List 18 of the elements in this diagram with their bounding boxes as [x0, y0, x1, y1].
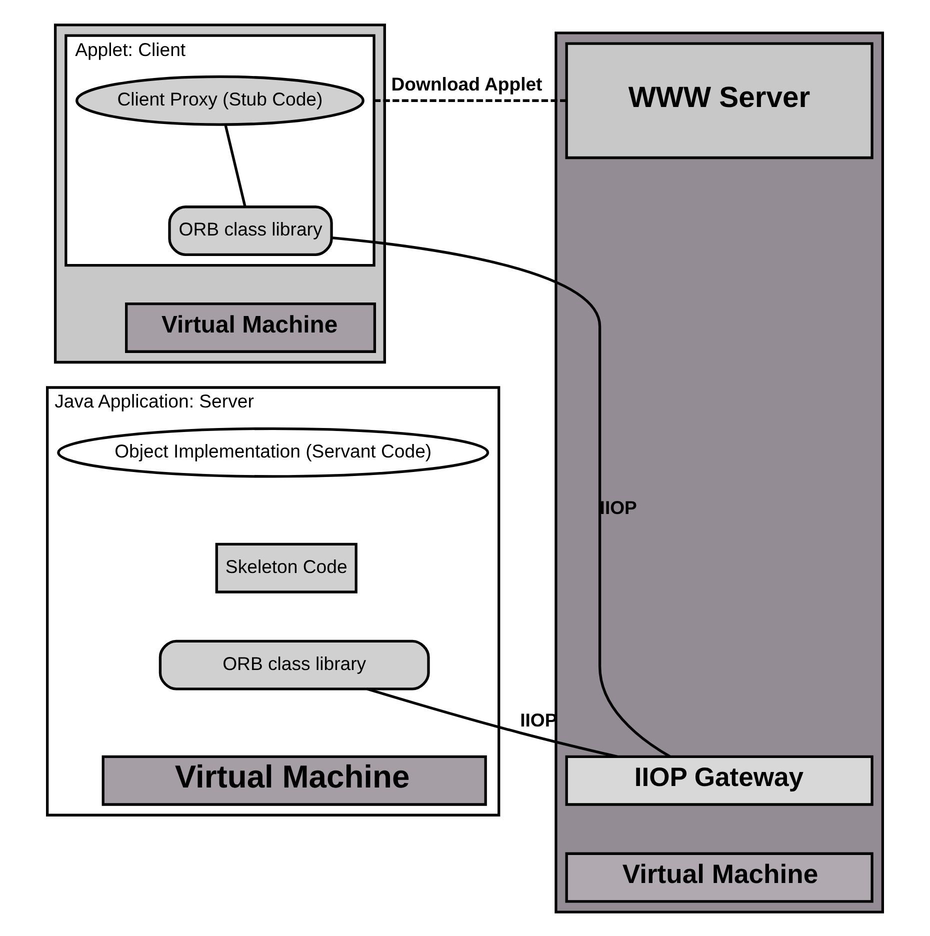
connector — [224, 124, 246, 207]
node-box: IIOP Gateway — [565, 754, 874, 806]
node-box: ORB class library — [168, 205, 333, 256]
node-box: Virtual Machine — [565, 852, 874, 902]
node-box: Virtual Machine — [102, 754, 487, 806]
connector — [374, 98, 566, 102]
edge-label: IIOP — [600, 496, 637, 518]
cluster — [54, 23, 386, 364]
cluster — [554, 31, 884, 913]
node-ellipse: Object Implementation (Servant Code) — [57, 426, 490, 478]
edge-label: Download Applet — [391, 72, 542, 94]
connector — [332, 236, 671, 758]
node-box: ORB class library — [158, 639, 430, 690]
node-ellipse: Client Proxy (Stub Code) — [76, 74, 364, 126]
connector — [366, 687, 618, 758]
node-box: Virtual Machine — [125, 302, 376, 352]
node-box: Skeleton Code — [215, 542, 358, 593]
node-box: WWW Server — [565, 42, 874, 159]
